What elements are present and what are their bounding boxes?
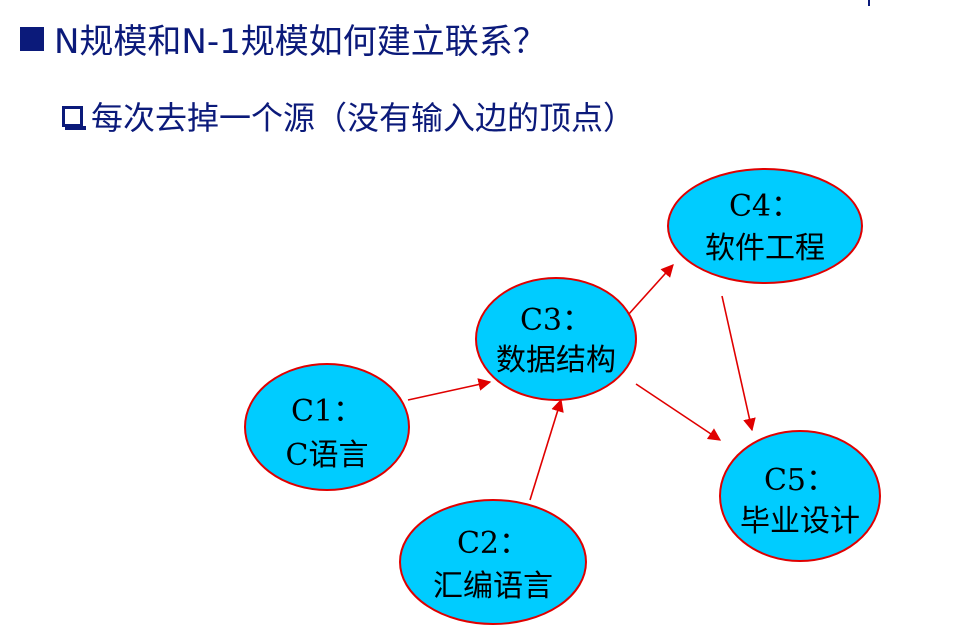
node-c5-name: 毕业设计 xyxy=(740,504,860,539)
heading-text: N规模和N-1规模如何建立联系？ xyxy=(54,22,547,62)
edge-c3-c5 xyxy=(635,383,722,441)
node-c3: C3： 数据结构 xyxy=(475,277,637,401)
node-c1-name: C语言 xyxy=(286,438,369,473)
node-c2-name: 汇编语言 xyxy=(433,569,553,604)
edge-c4-c5 xyxy=(721,295,756,432)
edge-c2-c3 xyxy=(529,398,564,501)
edge-c3-c4 xyxy=(627,264,674,316)
heading-bullet: N规模和N-1规模如何建立联系？ xyxy=(20,14,547,63)
node-c1-code: C1： xyxy=(291,394,363,429)
node-c4-name: 软件工程 xyxy=(705,231,825,266)
node-c4-code: C4： xyxy=(729,189,801,224)
node-c1: C1： C语言 xyxy=(244,363,410,491)
edge-c1-c3 xyxy=(407,378,492,401)
node-c2: C2： 汇编语言 xyxy=(399,499,587,625)
node-c3-name: 数据结构 xyxy=(496,343,616,378)
node-c5: C5： 毕业设计 xyxy=(719,430,881,562)
square-bullet-icon xyxy=(20,26,44,51)
subheading-bullet: 每次去掉一个源（没有输入边的顶点） xyxy=(62,93,635,139)
node-c4: C4： 软件工程 xyxy=(667,168,863,284)
node-c3-code: C3： xyxy=(520,303,592,338)
node-c5-code: C5： xyxy=(764,463,836,498)
node-c2-code: C2： xyxy=(457,526,529,561)
hollow-square-bullet-icon xyxy=(62,105,86,130)
subheading-text: 每次去掉一个源（没有输入边的顶点） xyxy=(91,99,636,137)
edge-mark xyxy=(868,0,870,6)
